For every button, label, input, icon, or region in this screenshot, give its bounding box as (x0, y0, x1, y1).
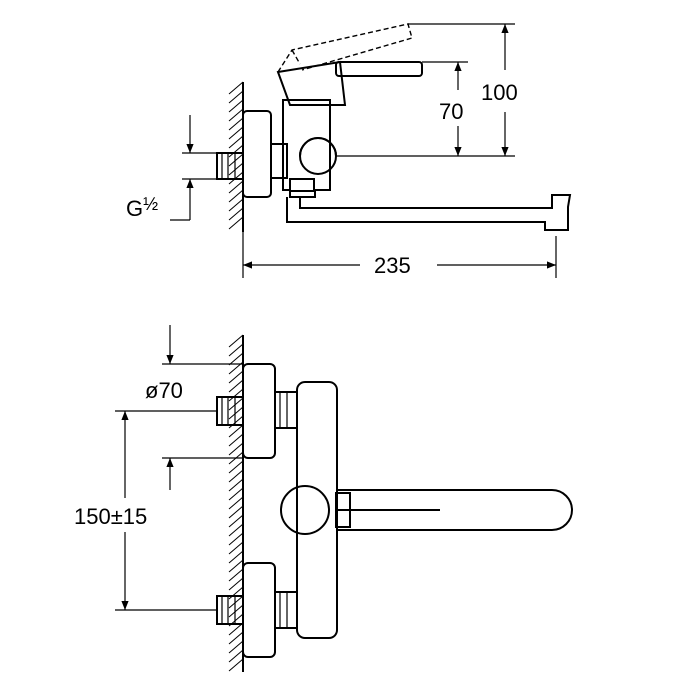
mixer-body-front (296, 381, 338, 639)
wall-top (228, 81, 244, 232)
wall-hatch-line (228, 496, 244, 510)
wall-bottom (228, 334, 244, 672)
wall-hatch-line (228, 487, 244, 501)
lever-open-position (277, 23, 413, 73)
wall-hatch-line (228, 352, 244, 366)
wall-hatch-line (228, 99, 244, 113)
wall-flange (242, 110, 272, 198)
lever-handle (276, 60, 423, 106)
wall-hatch-line (228, 397, 244, 411)
wall-hatch-line (228, 81, 244, 95)
spout (286, 194, 572, 231)
wall-hatch-line (228, 559, 244, 573)
label-thread-main: G (126, 196, 143, 221)
wall-hatch-line (228, 631, 244, 645)
connection-pipe (270, 143, 288, 179)
label-projection-235: 235 (374, 253, 411, 278)
wall-hatch-line (228, 117, 244, 131)
spout-top (337, 489, 573, 531)
wall-hatch-line (228, 550, 244, 564)
label-diameter-70: ø70 (145, 378, 183, 403)
wall-hatch-line (228, 478, 244, 492)
wall-hatch-line (228, 144, 244, 158)
dimension-height-70: 70 (422, 61, 468, 156)
wall-hatch-line (228, 370, 244, 384)
wall-hatch-line (228, 90, 244, 104)
wall-hatch-line (228, 595, 244, 609)
wall-hatch-line (228, 180, 244, 194)
dimension-centre-150: 150±15 (74, 410, 217, 611)
label-thread-fraction: ½ (143, 194, 158, 214)
wall-hatch-line (228, 658, 244, 672)
dimension-thread: G½ (126, 115, 217, 221)
upper-inlet (216, 363, 298, 459)
lower-inlet (216, 562, 298, 658)
wall-hatch-line (228, 433, 244, 447)
wall-hatch-line (228, 406, 244, 420)
wall-hatch-line (228, 153, 244, 167)
wall-hatch-line (228, 505, 244, 519)
wall-hatch-line (228, 649, 244, 663)
wall-hatch-line (228, 162, 244, 176)
wall-hatch-line (228, 532, 244, 546)
wall-hatch-line (228, 424, 244, 438)
dimension-height-100: 100 (336, 23, 518, 157)
wall-hatch-line (228, 442, 244, 456)
label-height-70: 70 (439, 99, 463, 124)
lever-knob (280, 485, 330, 535)
front-view: ø70 150±15 (74, 325, 573, 672)
wall-hatch-line (228, 523, 244, 537)
dimension-projection-235: 235 (242, 232, 557, 278)
wall-hatch-line (228, 135, 244, 149)
wall-hatch-line (228, 216, 244, 230)
wall-hatch-line (228, 334, 244, 348)
wall-hatch-line (228, 541, 244, 555)
wall-hatch-line (228, 577, 244, 591)
wall-hatch-line (228, 460, 244, 474)
wall-hatch-line (228, 126, 244, 140)
wall-hatch-line (228, 388, 244, 402)
wall-hatch-line (228, 379, 244, 393)
label-height-100: 100 (481, 80, 518, 105)
wall-hatch-line (228, 189, 244, 203)
wall-hatch-line (228, 640, 244, 654)
dimension-diameter-70: ø70 (145, 325, 243, 490)
label-thread: G½ (126, 194, 158, 221)
wall-hatch-line (228, 514, 244, 528)
wall-hatch-line (228, 343, 244, 357)
wall-hatch-line (228, 469, 244, 483)
mixer-body (282, 99, 337, 198)
wall-hatch-line (228, 108, 244, 122)
label-centre-150: 150±15 (74, 504, 147, 529)
wall-hatch-line (228, 568, 244, 582)
side-view: 100 70 235 (126, 23, 572, 278)
wall-hatch-line (228, 207, 244, 221)
wall-hatch-line (228, 198, 244, 212)
wall-hatch-line (228, 604, 244, 618)
